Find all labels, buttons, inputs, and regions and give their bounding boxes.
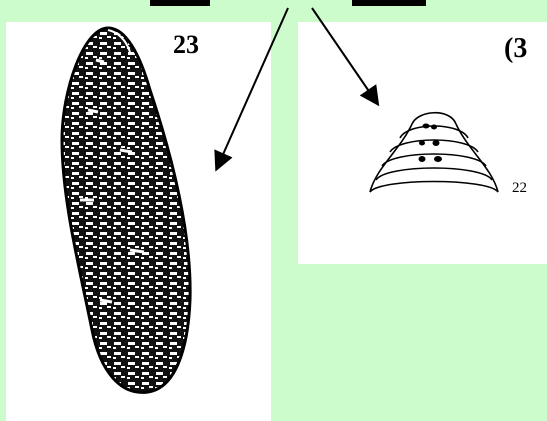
leech-whole-body (62, 28, 190, 392)
eyespots (419, 124, 443, 163)
figure-number-22: 22 (512, 180, 527, 197)
figure-number-23: 23 (173, 30, 199, 60)
arrow-to-anterior-end (312, 8, 377, 103)
arrow-to-whole-leech (217, 8, 288, 168)
corner-label: (3 (504, 33, 527, 65)
